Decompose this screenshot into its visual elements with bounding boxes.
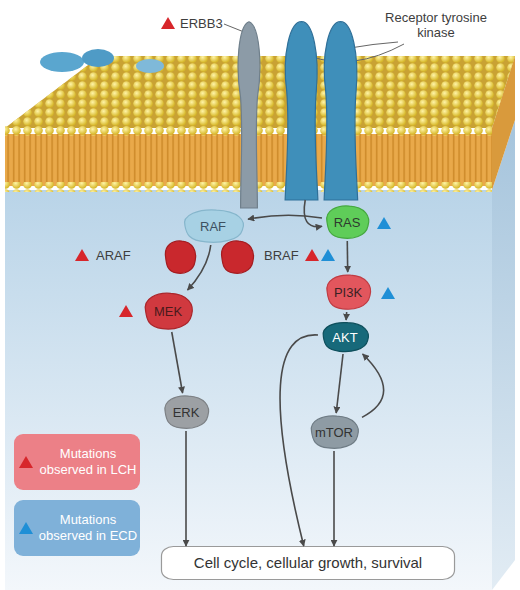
legend-swatch-triangle bbox=[19, 522, 33, 534]
signal-arrow bbox=[304, 200, 322, 227]
mutation-marker bbox=[321, 249, 335, 261]
leader-line bbox=[350, 42, 398, 48]
legend-swatch-triangle bbox=[19, 456, 33, 468]
node-label: Cell cycle, cellular growth, survival bbox=[194, 554, 422, 572]
node-shape bbox=[228, 18, 270, 208]
mutation-marker bbox=[119, 305, 133, 317]
node-label: ARAF bbox=[96, 248, 146, 263]
node-outline bbox=[327, 206, 369, 238]
signal-arrow bbox=[280, 335, 318, 546]
node-label: RAS bbox=[334, 215, 361, 230]
legend-text: Mutations observed in ECD bbox=[36, 512, 140, 544]
kinase-protein: ERK bbox=[160, 393, 212, 431]
signal-arrow bbox=[336, 354, 343, 413]
node-label: ERBB3 bbox=[180, 16, 226, 31]
gtpase-protein: RAS bbox=[322, 203, 372, 241]
node-label: mTOR bbox=[315, 425, 353, 440]
receptor-protein: ERBB3 bbox=[228, 18, 270, 208]
outcome-box: Cell cycle, cellular growth, survival bbox=[160, 546, 456, 580]
membrane-protein bbox=[136, 59, 164, 73]
signal-arrow bbox=[248, 215, 322, 219]
node-outline bbox=[145, 293, 192, 329]
signal-arrow bbox=[346, 241, 348, 272]
cytoplasm-face bbox=[5, 190, 492, 590]
signal-arrow bbox=[345, 312, 347, 320]
mutation-marker bbox=[305, 249, 319, 261]
node-label: MEK bbox=[154, 304, 182, 319]
kinase-protein: ARAF bbox=[162, 238, 198, 276]
kinase-protein: BRAF bbox=[218, 238, 256, 276]
kinase-protein: AKT bbox=[318, 320, 372, 354]
node-label: AKT bbox=[332, 330, 357, 345]
signal-arrow bbox=[362, 354, 384, 417]
node-outline bbox=[327, 275, 371, 309]
legend-text: Mutations observed in LCH bbox=[36, 446, 140, 478]
kinase-protein: RAF bbox=[178, 207, 248, 245]
node-outline bbox=[285, 22, 358, 200]
node-label: BRAF bbox=[264, 248, 314, 263]
legend-box bbox=[14, 434, 140, 490]
node-shape bbox=[218, 238, 256, 276]
leader-line bbox=[224, 24, 244, 32]
node-outline bbox=[161, 547, 454, 580]
legend-swatch bbox=[18, 521, 34, 535]
node-outline bbox=[222, 241, 254, 273]
node-outline bbox=[323, 323, 368, 352]
node-shape bbox=[282, 18, 360, 200]
node-label: ERK bbox=[173, 405, 200, 420]
signal-arrow bbox=[333, 451, 335, 546]
node-label: PI3K bbox=[334, 285, 362, 300]
membrane-protein bbox=[40, 52, 84, 72]
node-outline bbox=[185, 210, 244, 242]
node-outline bbox=[165, 396, 209, 428]
mutation-marker bbox=[381, 287, 395, 299]
legend-swatch bbox=[18, 455, 34, 469]
node-outline bbox=[165, 241, 195, 273]
side-face bbox=[492, 120, 515, 590]
mutation-marker bbox=[75, 249, 89, 261]
node-label: Receptor tyrosine kinase bbox=[377, 10, 495, 40]
node-label: RAF bbox=[200, 219, 226, 234]
receptor-protein: Receptor tyrosine kinase bbox=[282, 18, 360, 200]
kinase-protein: MEK bbox=[140, 290, 196, 332]
membrane-protein bbox=[82, 49, 114, 67]
node-outline bbox=[238, 22, 260, 208]
mutation-marker bbox=[377, 217, 391, 229]
kinase-protein: mTOR bbox=[306, 413, 362, 451]
node-shape bbox=[162, 238, 198, 276]
legend-box bbox=[14, 500, 140, 556]
mutation-marker bbox=[161, 17, 175, 29]
kinase-protein: PI3K bbox=[322, 272, 374, 312]
signal-arrow bbox=[172, 332, 183, 393]
signal-arrow bbox=[185, 431, 187, 546]
node-outline bbox=[311, 416, 358, 448]
